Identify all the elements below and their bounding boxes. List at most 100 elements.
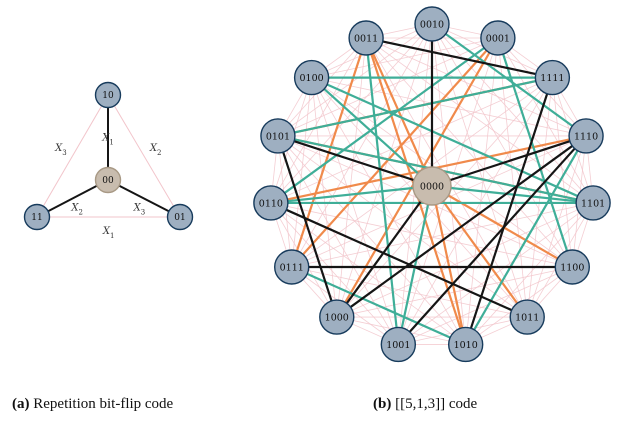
node-1010-label: 1010 [454,340,478,351]
black-edge-0000-1000 [335,185,433,318]
faint-edge [291,23,433,268]
node-1001-circle [380,326,417,363]
node-1110: 1110 [568,118,604,154]
node-1100: 1100 [554,249,590,285]
node-0001-circle [480,20,516,56]
faint-edge [311,77,587,137]
node-10: 10 [94,81,122,109]
faint-edge [465,202,594,345]
node-0100: 0100 [293,59,330,96]
node-1011: 1011 [509,299,545,335]
node-0101: 0101 [260,118,296,154]
node-0011: 0011 [348,20,384,56]
caption-b: (b) [[5,1,3]] code [373,396,477,413]
node-0011-circle [348,20,384,56]
spoke-edge-01 [107,179,181,218]
node-11-circle [23,203,51,231]
node-10-label: 10 [102,91,114,101]
node-0100-circle [293,59,330,96]
node-0000-label: 0000 [420,181,444,192]
teal-edge-0111-1010 [291,265,467,346]
faint-edge [291,77,313,268]
rim-edge-10-01 [107,94,181,218]
node-1110-label: 1110 [574,131,598,142]
node-0110-circle [253,185,289,221]
node-00-label: 00 [102,176,114,186]
faint-edge [336,202,594,318]
black-edge-1000-1110 [336,135,587,318]
node-0010: 0010 [414,6,450,42]
node-1110-circle [568,118,604,154]
node-1111-label: 1111 [540,73,564,84]
rim-edge-label-11-01: X1 [102,226,115,240]
faint-edge [365,37,594,204]
node-0110-label: 0110 [259,198,283,209]
faint-edge [311,77,399,345]
faint-edge [497,37,594,204]
node-1011-circle [509,299,545,335]
node-1100-label: 1100 [560,262,584,273]
spoke-label-11: X2 [70,202,83,216]
rim-edge-10-11 [36,94,109,218]
faint-edge [365,37,573,268]
faint-edge [431,23,594,204]
orange-edge-0000-0011 [365,37,434,187]
node-1001: 1001 [380,326,417,363]
node-0101-label: 0101 [266,131,290,142]
node-01-label: 01 [174,213,185,223]
node-0001: 0001 [480,20,516,56]
node-1101-circle [575,185,611,221]
faint-edge [431,23,573,268]
teal-edge-0100-1101 [311,76,594,204]
node-1111: 1111 [534,59,571,96]
orange-edge-0000-1100 [431,185,573,268]
node-10-circle [94,81,122,109]
caption-a: (a) Repetition bit-flip code [12,396,173,413]
node-0000-circle [412,166,452,206]
black-edge-1011-0110 [270,201,528,319]
node-1001-label: 1001 [386,340,410,351]
node-1101: 1101 [575,185,611,221]
node-00: 00 [94,166,122,194]
node-0110: 0110 [253,185,289,221]
node-1000: 1000 [319,299,355,335]
caption-b-label: (b) [373,396,392,412]
node-1000-label: 1000 [325,312,349,323]
teal-edge-0010-1110 [431,23,587,137]
node-01-circle [166,203,194,231]
black-edge-1000-0101 [276,135,338,318]
teal-edge-1110-1010 [464,135,588,346]
node-1011-label: 1011 [515,312,539,323]
black-edge-0000-1110 [431,134,587,188]
node-0011-label: 0011 [354,33,378,44]
faint-edge [497,37,528,318]
caption-a-text: Repetition bit-flip code [29,396,174,412]
node-1010: 1010 [447,326,484,363]
node-1100-circle [554,249,590,285]
black-edge-1010-1111 [464,77,554,345]
black-edge-1001-1110 [397,135,587,346]
black-edge-0011-1111 [365,36,553,79]
rim-edge-label-10-11: X3 [54,143,67,157]
teal-edge-0011-1001 [365,37,400,345]
node-00-circle [94,166,122,194]
caption-b-text: [[5,1,3]] code [391,396,478,412]
faint-edge [277,135,466,345]
node-0001-label: 0001 [486,33,510,44]
faint-edge [277,135,399,345]
node-11: 11 [23,203,51,231]
node-1111-circle [534,59,571,96]
node-1000-circle [319,299,355,335]
orange-edge-0000-1010 [430,185,467,345]
node-11-label: 11 [31,213,42,223]
node-0000: 0000 [412,166,452,206]
node-0111: 0111 [274,249,310,285]
faint-edge [365,37,587,137]
node-0010-circle [414,6,450,42]
node-0101-circle [260,118,296,154]
node-1010-circle [447,326,484,363]
node-0111-circle [274,249,310,285]
teal-edge-0000-1101 [431,184,594,205]
